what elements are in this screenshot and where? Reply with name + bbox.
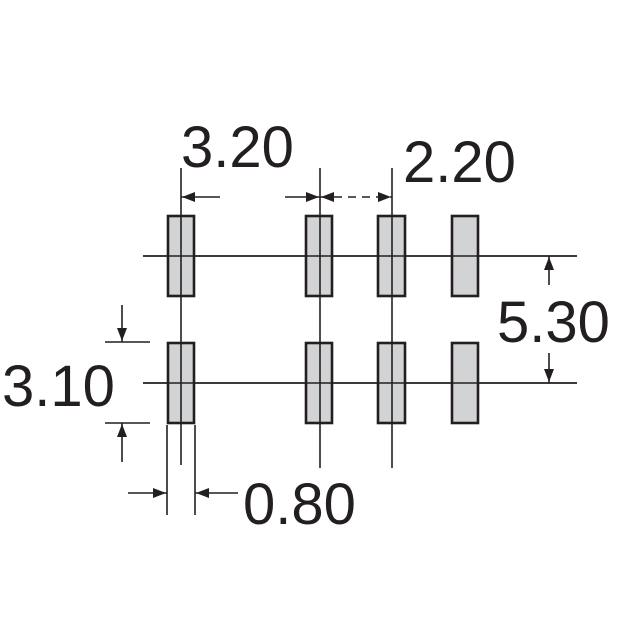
dim-0-80-arrow-right [196,488,209,498]
dim-2-20-arrow-right [378,192,391,202]
dim-3-20-arrow-right [306,192,319,202]
dim-label-2-20: 2.20 [403,130,516,195]
dim-5-30-arrow-top [544,257,554,270]
dim-3-10-arrow-bottom [117,424,127,437]
dim-0-80-arrow-left [153,488,166,498]
dim-label-3-20: 3.20 [181,115,294,180]
dim-3-20-arrow-left [182,192,195,202]
dim-2-20-arrow-left [321,192,334,202]
dim-5-30-arrow-bottom [544,369,554,382]
dim-label-5-30: 5.30 [497,290,610,355]
dim-3-10-arrow-top [117,328,127,341]
dim-label-3-10: 3.10 [2,354,115,419]
dim-label-0-80: 0.80 [243,472,356,537]
